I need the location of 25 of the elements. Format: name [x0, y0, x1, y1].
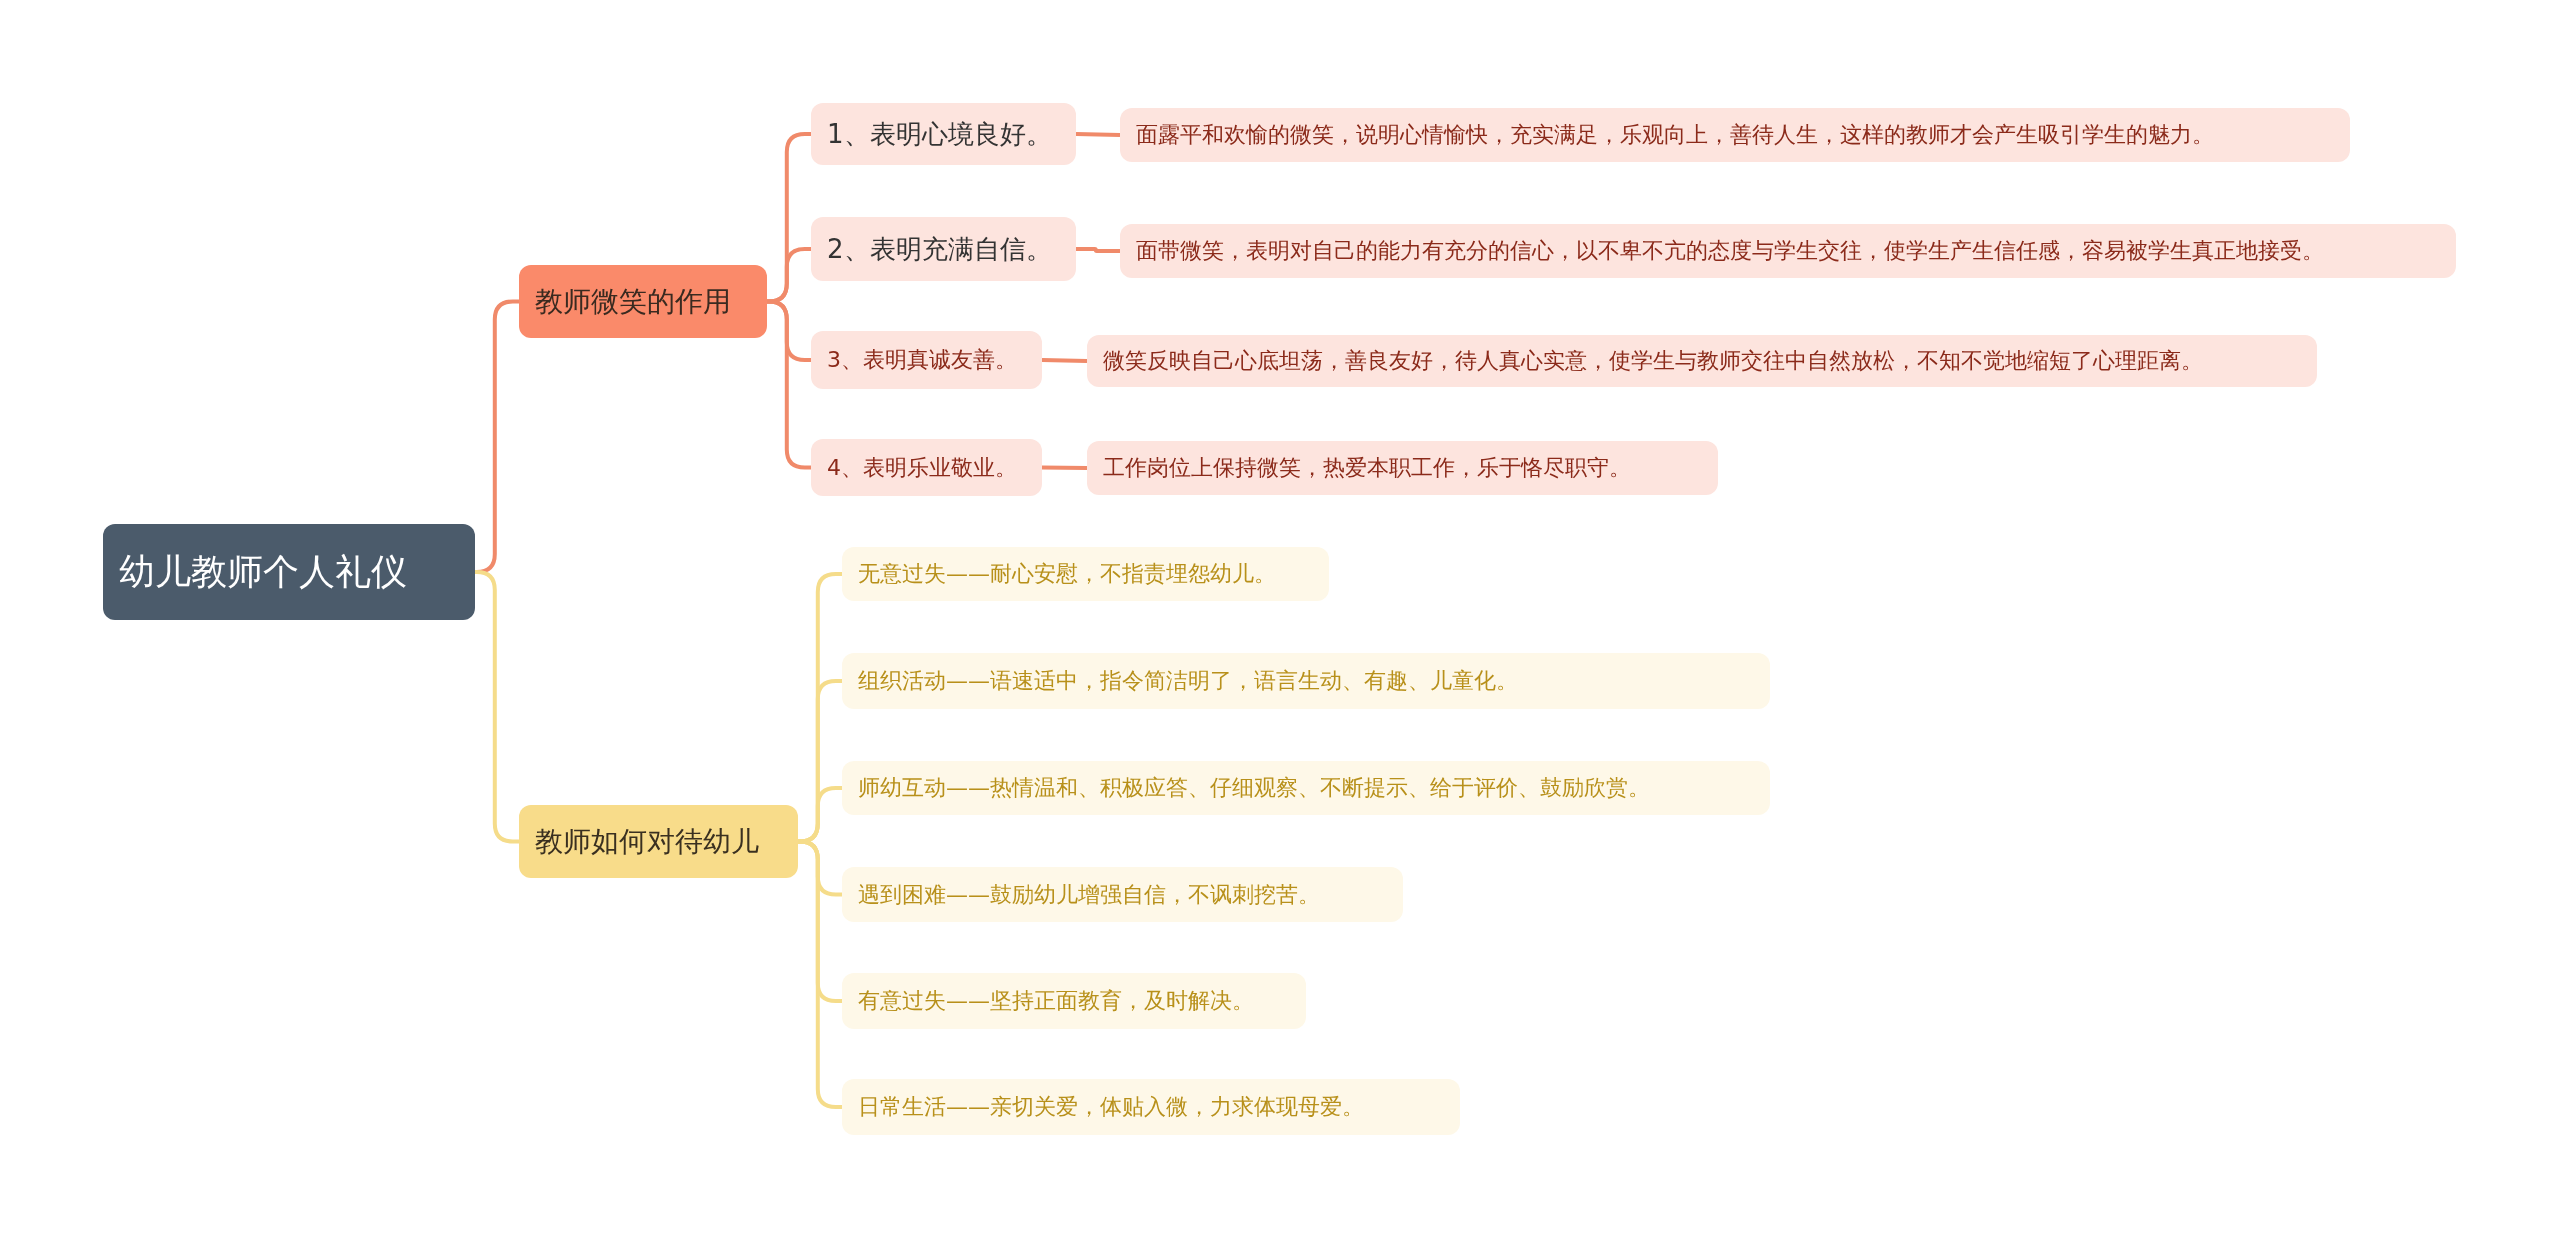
connector-line: [1075, 132, 1121, 137]
root-topic-box: 幼儿教师个人礼仪: [103, 524, 475, 620]
connector-line: [766, 299, 811, 470]
subtopic-box: 师幼互动——热情温和、积极应答、仔细观察、不断提示、给于评价、鼓励欣赏。: [842, 761, 1770, 815]
connector-line: [1041, 465, 1088, 470]
detail-box: 面带微笑，表明对自己的能力有充分的信心，以不卑不亢的态度与学生交往，使学生产生信任感，容易被学生真正地接受。: [1120, 224, 2456, 278]
subtopic-box: 1、表明心境良好。: [811, 103, 1076, 165]
detail-box: 微笑反映自己心底坦荡，善良友好，待人真心实意，使学生与教师交往中自然放松，不知不觉地缩短了心理距离。: [1087, 335, 2317, 387]
subtopic-box: 遇到困难——鼓励幼儿增强自信，不讽刺挖苦。: [842, 867, 1403, 922]
subtopic-box: 4、表明乐业敬业。: [811, 439, 1042, 496]
connector-line: [797, 786, 842, 844]
detail-box: 工作岗位上保持微笑，热爱本职工作，乐于恪尽职守。: [1087, 441, 1718, 495]
subtopic-box: 3、表明真诚友善。: [811, 331, 1042, 389]
connector-line: [1041, 358, 1088, 363]
subtopic-box: 无意过失——耐心安慰，不指责埋怨幼儿。: [842, 547, 1329, 601]
subtopic-box: 组织活动——语速适中，指令简洁明了，语言生动、有趣、儿童化。: [842, 653, 1770, 709]
subtopic-box: 2、表明充满自信。: [811, 217, 1076, 281]
subtopic-box: 有意过失——坚持正面教育，及时解决。: [842, 973, 1306, 1029]
connector-line: [1076, 247, 1120, 253]
topic-box: 教师微笑的作用: [519, 265, 767, 338]
connector-line: [474, 570, 519, 844]
detail-box: 面露平和欢愉的微笑，说明心情愉快，充实满足，乐观向上，善待人生，这样的教师才会产生吸引学生的魅力。: [1120, 108, 2350, 162]
subtopic-box: 日常生活——亲切关爱，体贴入微，力求体现母爱。: [842, 1079, 1460, 1135]
connector-line: [766, 247, 811, 304]
topic-box: 教师如何对待幼儿: [519, 805, 798, 878]
